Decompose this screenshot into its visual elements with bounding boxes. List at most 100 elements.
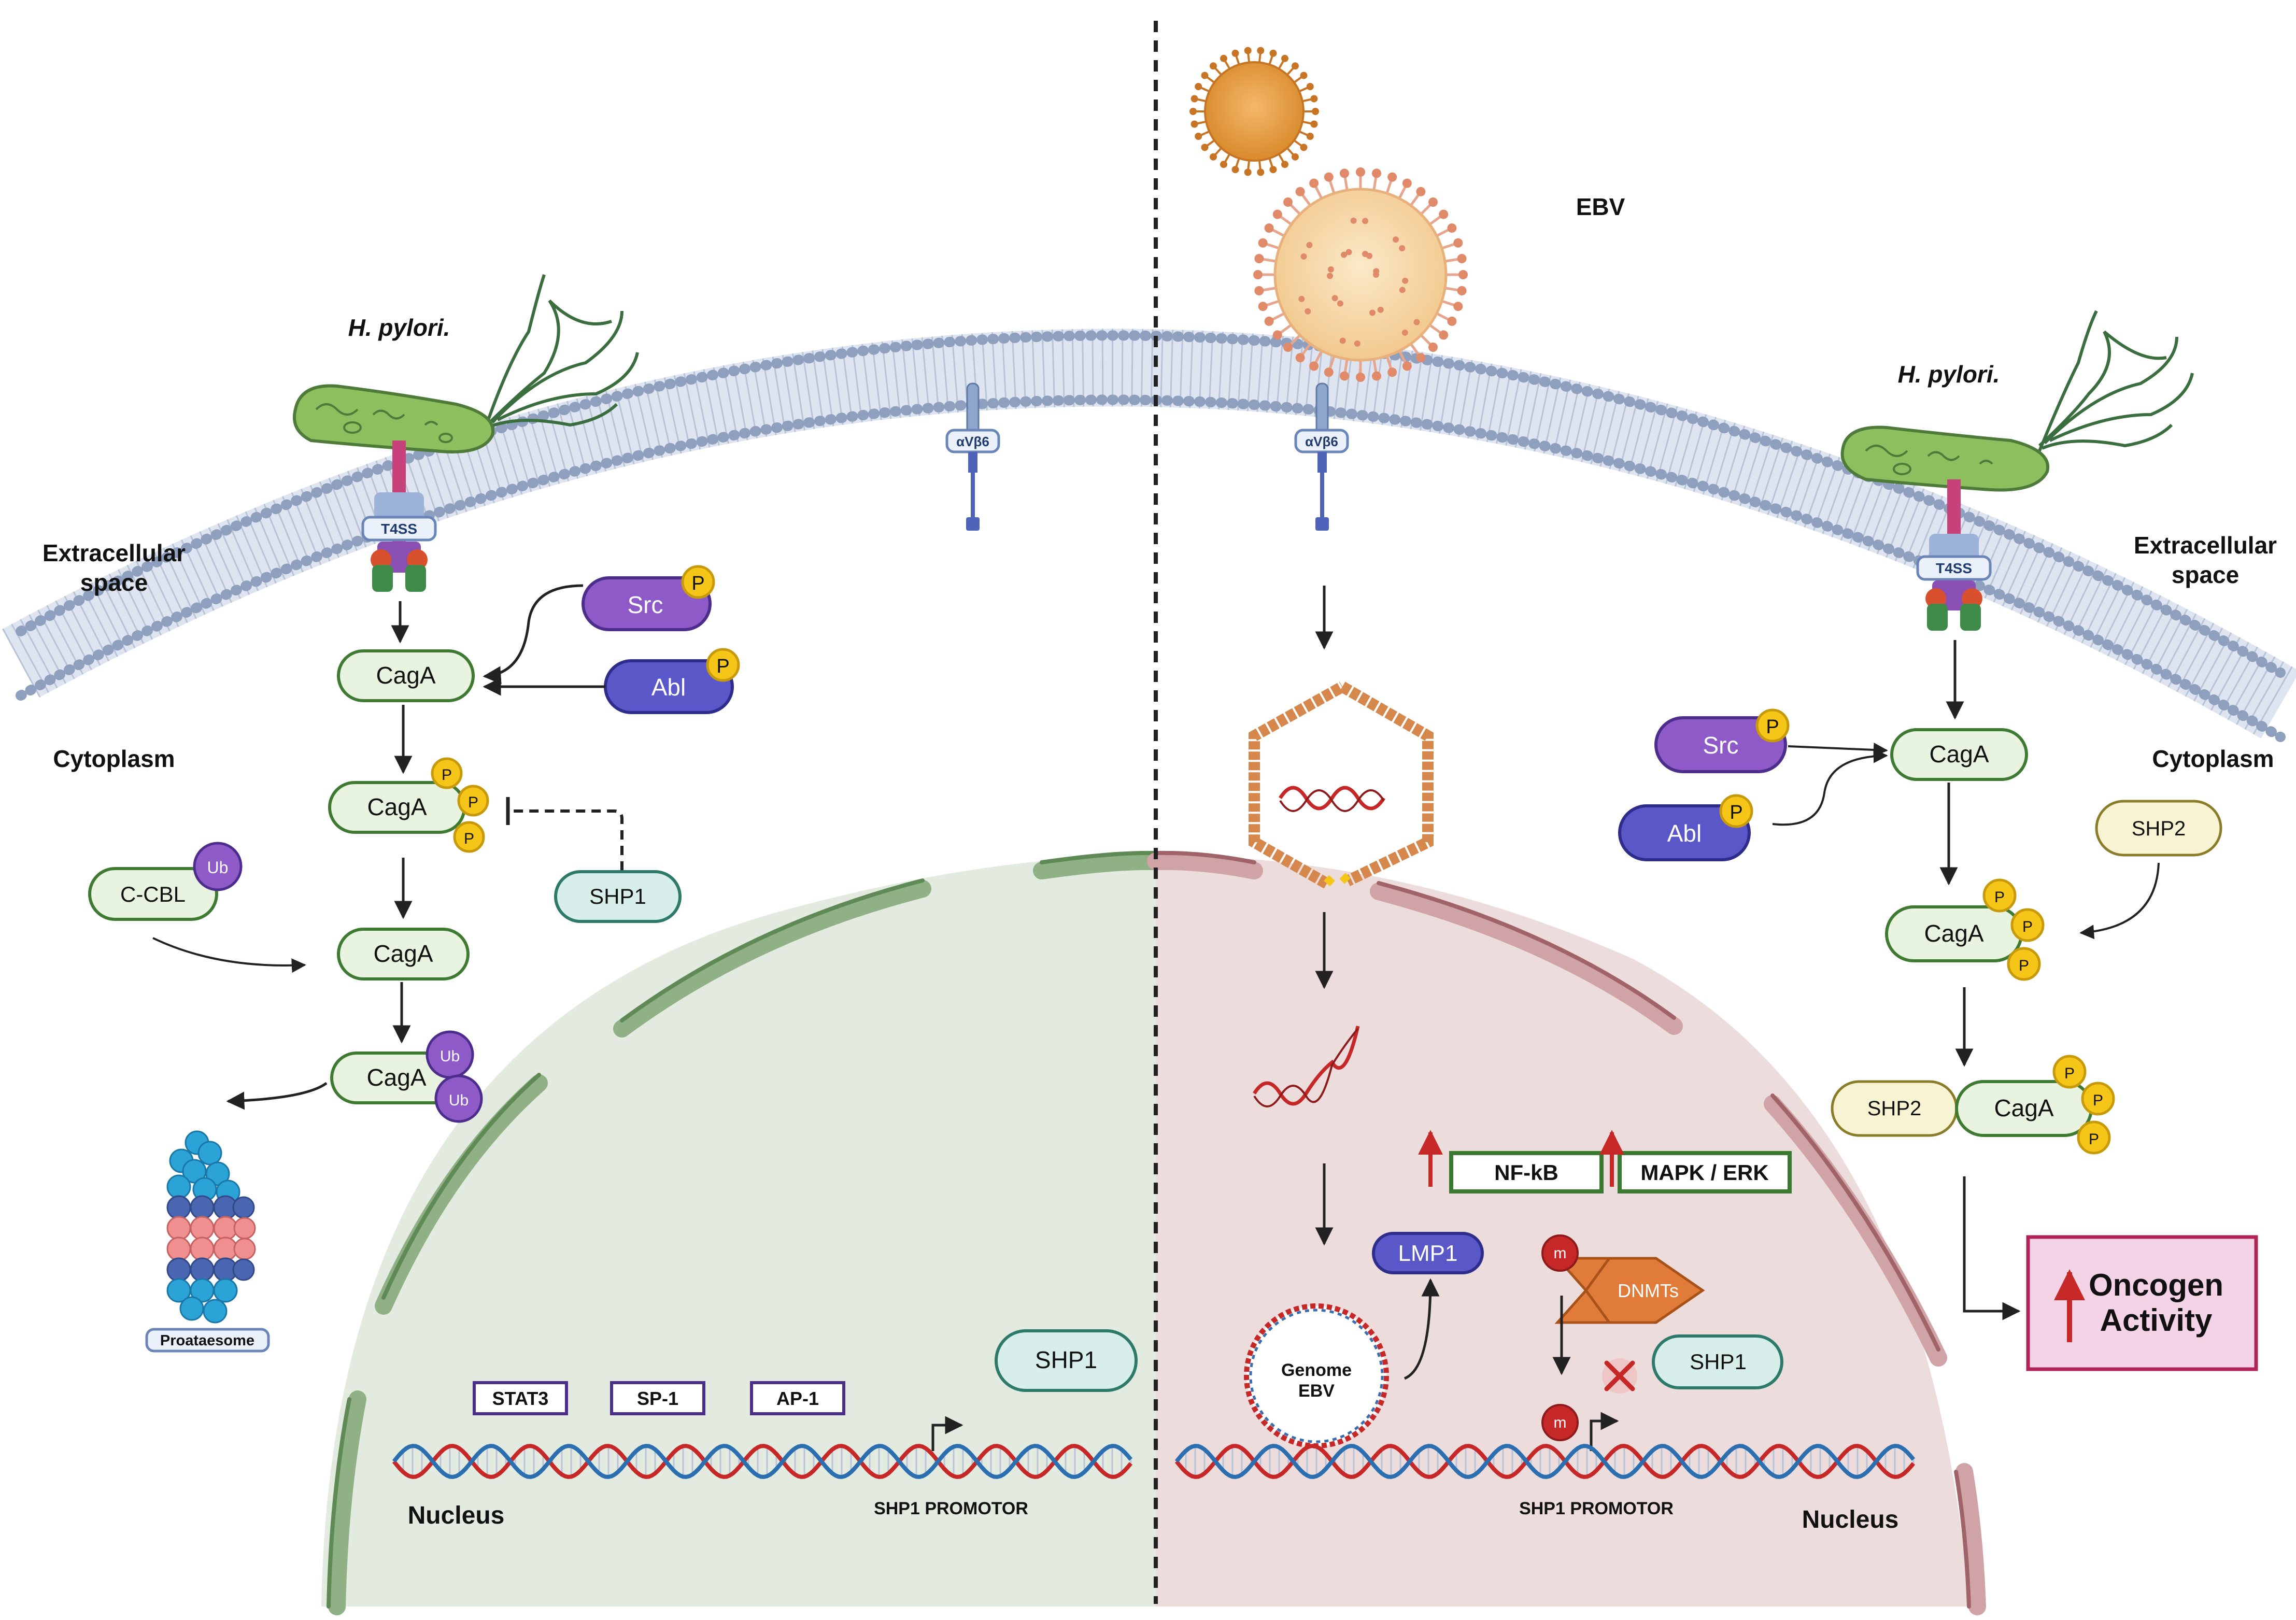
- virus-spike-tip: [1416, 353, 1426, 363]
- t4ss-label-right: T4SS: [1936, 560, 1972, 576]
- caga-r2-phospho-3: P: [2019, 957, 2029, 974]
- virus-spike-tip: [1402, 361, 1412, 371]
- caga-node-right-1: [1890, 728, 2028, 781]
- dnmts-label: DNMTs: [1618, 1280, 1679, 1301]
- shp1-label-nucleus-right: SHP1: [1690, 1349, 1747, 1374]
- shp1-node-nucleus-left: [995, 1329, 1138, 1392]
- caga-r3-phospho-1: P: [2064, 1065, 2075, 1082]
- shp2-label-1: SHP2: [2132, 817, 2186, 840]
- ebv-capsid: [1249, 681, 1434, 889]
- virus-spike-tip: [1356, 373, 1365, 382]
- virus-spike-tip: [1283, 197, 1293, 207]
- virus-spike-tip: [1257, 168, 1265, 176]
- virus-surface-dot: [1327, 273, 1333, 279]
- virus-spike-tip: [1453, 238, 1463, 248]
- abl-label-right: Abl: [1667, 820, 1702, 847]
- virus-spike-tip: [1283, 343, 1293, 352]
- ebv-label: EBV: [1576, 193, 1625, 220]
- caga2-phospho-2: P: [468, 794, 478, 811]
- t4ss-label-left: T4SS: [381, 521, 417, 537]
- virus-surface-dot: [1327, 266, 1334, 273]
- virus-spike-tip: [1231, 49, 1239, 57]
- hpylori-label-right: H. pylori.: [1898, 361, 2000, 388]
- virus-spike-tip: [1324, 172, 1334, 182]
- t4ss-complex-left: T4SS: [361, 440, 437, 592]
- virus-spike-tip: [1254, 254, 1264, 263]
- virus-spike-tip: [1231, 166, 1239, 174]
- src-phospho-right: P: [1766, 716, 1779, 738]
- virus-spike-tip: [1295, 353, 1305, 363]
- ccbl-ubiquitin: Ub: [207, 858, 229, 877]
- virus-spike-tip: [1253, 270, 1263, 279]
- nfkb-box: [1449, 1151, 1604, 1193]
- virus-spike-tip: [1210, 153, 1217, 161]
- virus-spike-tip: [1306, 133, 1314, 140]
- shp1-node-left: [554, 870, 682, 923]
- caga-label-3: CagA: [373, 940, 433, 967]
- virus-surface-dot: [1341, 251, 1347, 258]
- dnmts-shape: [1584, 1257, 1705, 1324]
- virus-spike-tip: [1372, 168, 1381, 178]
- virus-spike-tip: [1264, 223, 1274, 233]
- virus-spike-tip: [1453, 302, 1463, 311]
- virus-spike-tip: [1244, 168, 1252, 176]
- mapk-label: MAPK / ERK: [1640, 1160, 1768, 1185]
- virus-spike-tip: [1269, 166, 1277, 174]
- virus-surface-dot: [1373, 268, 1380, 275]
- lmp1-label: LMP1: [1398, 1241, 1458, 1266]
- virus-spike-tip: [1201, 72, 1209, 79]
- src-node-left: [582, 576, 712, 631]
- virus-spike-tip: [1428, 343, 1438, 352]
- dna-strand-blue: [1174, 1444, 1916, 1479]
- caga2-phospho-1: P: [442, 766, 452, 784]
- virus-spike-tip: [1210, 62, 1217, 70]
- src-label-right: Src: [1703, 732, 1739, 759]
- integrin-label-right: αVβ6: [1305, 434, 1338, 449]
- cascade-right: CagA Src P Abl P SHP2 CagA P P P SHP2 Ca…: [1618, 640, 2222, 1320]
- lmp1-node: [1372, 1232, 1484, 1274]
- virus-spike-tip: [1340, 168, 1349, 178]
- virus-spike-tip: [1190, 95, 1198, 103]
- virus-spike-tip: [1457, 254, 1467, 263]
- genome-ebv-label-1: Genome: [1281, 1360, 1352, 1380]
- dna-strand-left: [392, 1444, 1133, 1479]
- nucleus-label-left: Nucleus: [408, 1502, 505, 1529]
- virus-spike-tip: [1402, 178, 1412, 188]
- dnmts-methyl: m: [1554, 1245, 1567, 1262]
- caga-label-right-2: CagA: [1924, 920, 1983, 947]
- virus-surface-dot: [1331, 295, 1338, 302]
- virus-spike-tip: [1281, 54, 1288, 62]
- genome-ebv-label-2: EBV: [1298, 1381, 1335, 1401]
- cytoplasm-label-left: Cytoplasm: [53, 745, 175, 772]
- extracellular-label-left-2: space: [80, 569, 148, 596]
- virus-spike-tip: [1244, 47, 1252, 54]
- virus-spike-tip: [1258, 238, 1268, 248]
- shp1-node-nucleus-right: [1652, 1334, 1783, 1389]
- ccbl-label: C-CBL: [120, 882, 186, 906]
- dna-strand-right: [1174, 1444, 1916, 1479]
- src-label-left: Src: [628, 591, 663, 618]
- abl-phospho-right: P: [1730, 802, 1742, 823]
- hpylori-bacterium-left: H. pylori.: [293, 274, 639, 453]
- caga-r2-phospho-1: P: [1994, 889, 2005, 906]
- promoter-methyl: m: [1554, 1414, 1567, 1431]
- virus-surface-dot: [1354, 340, 1360, 347]
- virus-spike-tip: [1254, 286, 1264, 295]
- shp1-label-left: SHP1: [589, 884, 646, 908]
- virus-spike-tip: [1447, 223, 1457, 233]
- virus-surface-dot: [1377, 306, 1384, 313]
- hpylori-label-left: H. pylori.: [348, 314, 450, 341]
- virus-spike-tip: [1269, 49, 1277, 57]
- virus-spike-tip: [1439, 209, 1449, 219]
- src-node-right: [1654, 716, 1787, 773]
- stat3-label: STAT3: [492, 1388, 549, 1409]
- virus-spike-tip: [1310, 120, 1318, 128]
- shp1-label-nucleus-left: SHP1: [1035, 1346, 1097, 1373]
- virus-spike-tip: [1264, 316, 1274, 326]
- virus-surface-dot: [1306, 241, 1313, 248]
- virus-surface-dot: [1369, 309, 1376, 316]
- caga-r2-phospho-2: P: [2022, 918, 2033, 935]
- abl-label-left: Abl: [651, 674, 686, 701]
- src-phospho-left: P: [691, 573, 704, 594]
